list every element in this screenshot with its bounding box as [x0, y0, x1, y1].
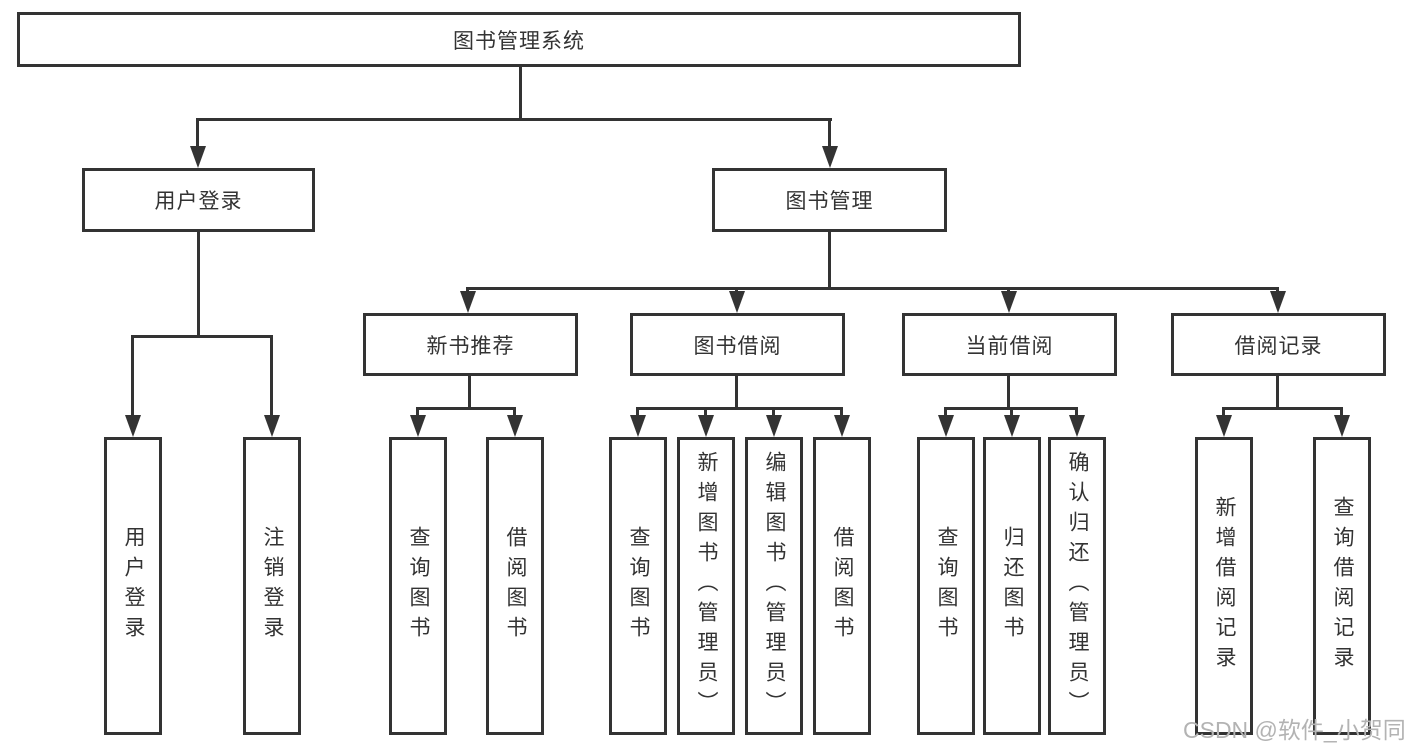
arrowhead-down	[630, 415, 646, 437]
leaf-current-query-label: 查询图书	[935, 526, 959, 646]
arrowhead-down	[698, 415, 714, 437]
connector-line	[772, 407, 775, 417]
node-new-book-recommend: 新书推荐	[363, 313, 578, 376]
leaf-current-confirm-admin: 确认归还（管理员）	[1048, 437, 1106, 735]
node-borrowing-records-label: 借阅记录	[1234, 334, 1323, 358]
leaf-user-login: 用户登录	[104, 437, 162, 735]
leaf-borrow-query: 查询图书	[609, 437, 667, 735]
connector-line	[416, 407, 419, 417]
arrowhead-down	[1001, 291, 1017, 313]
connector-line	[466, 287, 1279, 290]
leaf-borrow-query-label: 查询图书	[627, 526, 651, 646]
arrowhead-down	[1270, 291, 1286, 313]
connector-line	[1007, 376, 1010, 410]
leaf-records-add-label: 新增借阅记录	[1213, 496, 1237, 676]
leaf-borrow-add-admin: 新增图书（管理员）	[677, 437, 735, 735]
leaf-current-return-label: 归还图书	[1001, 526, 1025, 646]
leaf-records-add: 新增借阅记录	[1195, 437, 1253, 735]
arrowhead-down	[507, 415, 523, 437]
connector-line	[636, 407, 843, 410]
arrowhead-down	[729, 291, 745, 313]
arrowhead-down	[264, 415, 280, 437]
leaf-current-return: 归还图书	[983, 437, 1041, 735]
arrowhead-down	[460, 291, 476, 313]
leaf-current-confirm-admin-label: 确认归还（管理员）	[1066, 451, 1090, 721]
connector-line	[519, 67, 522, 121]
leaf-borrow-edit-admin-label: 编辑图书（管理员）	[763, 451, 787, 721]
connector-line	[270, 335, 273, 415]
node-book-management-label: 图书管理	[785, 190, 874, 213]
leaf-records-query: 查询借阅记录	[1313, 437, 1371, 735]
connector-line	[1010, 407, 1013, 417]
node-current-borrowing: 当前借阅	[902, 313, 1117, 376]
connector-line	[1276, 287, 1279, 293]
arrowhead-down	[410, 415, 426, 437]
leaf-newbooks-borrow-label: 借阅图书	[504, 526, 528, 646]
leaf-borrow-borrow-label: 借阅图书	[831, 526, 855, 646]
connector-line	[704, 407, 707, 417]
node-book-borrowing: 图书借阅	[630, 313, 845, 376]
arrowhead-down	[822, 146, 838, 168]
connector-line	[466, 287, 469, 293]
arrowhead-down	[834, 415, 850, 437]
connector-line	[416, 407, 516, 410]
node-user-login: 用户登录	[82, 168, 315, 232]
watermark: CSDN @软件_小贺同学	[1183, 717, 1405, 743]
connector-line	[1007, 287, 1010, 293]
connector-line	[513, 407, 516, 417]
arrowhead-down	[766, 415, 782, 437]
arrowhead-down	[1216, 415, 1232, 437]
connector-line	[197, 232, 200, 338]
connector-line	[840, 407, 843, 417]
leaf-borrow-edit-admin: 编辑图书（管理员）	[745, 437, 803, 735]
leaf-records-query-label: 查询借阅记录	[1331, 496, 1355, 676]
connector-line	[1340, 407, 1343, 417]
connector-line	[828, 118, 831, 148]
connector-line	[735, 376, 738, 410]
node-book-management: 图书管理	[712, 168, 947, 232]
connector-line	[468, 376, 471, 410]
arrowhead-down	[190, 146, 206, 168]
arrowhead-down	[1004, 415, 1020, 437]
connector-line	[131, 335, 273, 338]
connector-line	[196, 118, 832, 121]
node-user-login-label: 用户登录	[154, 190, 243, 213]
connector-line	[1222, 407, 1343, 410]
leaf-newbooks-query-label: 查询图书	[407, 526, 431, 646]
arrowhead-down	[938, 415, 954, 437]
connector-line	[828, 232, 831, 290]
node-book-borrowing-label: 图书借阅	[693, 334, 782, 358]
leaf-current-query: 查询图书	[917, 437, 975, 735]
connector-line	[636, 407, 639, 417]
leaf-newbooks-query: 查询图书	[389, 437, 447, 735]
node-current-borrowing-label: 当前借阅	[965, 334, 1054, 358]
connector-line	[1222, 407, 1225, 417]
connector-line	[1276, 376, 1279, 410]
node-new-book-recommend-label: 新书推荐	[426, 334, 515, 358]
connector-line	[735, 287, 738, 293]
leaf-newbooks-borrow: 借阅图书	[486, 437, 544, 735]
node-root: 图书管理系统	[17, 12, 1021, 67]
node-root-label: 图书管理系统	[453, 29, 585, 53]
connector-line	[196, 118, 199, 148]
leaf-logout-label: 注销登录	[261, 526, 285, 646]
arrowhead-down	[1334, 415, 1350, 437]
leaf-borrow-add-admin-label: 新增图书（管理员）	[695, 451, 719, 721]
node-borrowing-records: 借阅记录	[1171, 313, 1386, 376]
arrowhead-down	[125, 415, 141, 437]
connector-line	[944, 407, 947, 417]
leaf-borrow-borrow: 借阅图书	[813, 437, 871, 735]
leaf-logout: 注销登录	[243, 437, 301, 735]
connector-line	[1075, 407, 1078, 417]
connector-line	[131, 335, 134, 415]
arrowhead-down	[1069, 415, 1085, 437]
leaf-user-login-label: 用户登录	[122, 526, 146, 646]
